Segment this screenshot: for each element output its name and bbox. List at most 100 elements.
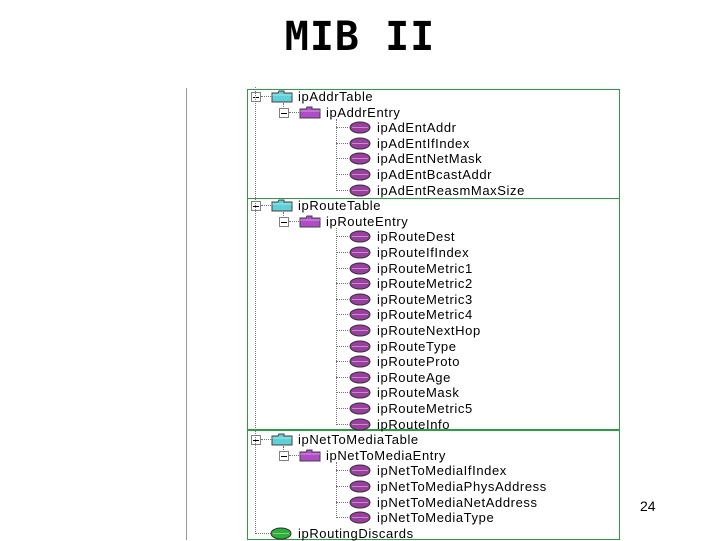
tree-connector	[336, 392, 348, 394]
tree-connector	[336, 314, 348, 316]
object-leaf-icon	[349, 277, 371, 290]
expander-ip-net-to-media-entry[interactable]	[279, 450, 289, 461]
tree-node-ip-net-to-media-phys-address[interactable]: ipNetToMediaPhysAddress	[348, 479, 547, 494]
tree-connector	[289, 454, 299, 456]
tree-node-label: ipNetToMediaNetAddress	[377, 494, 538, 510]
tree-connector	[336, 283, 348, 285]
tree-node-ip-ad-ent-addr[interactable]: ipAdEntAddr	[348, 120, 457, 135]
entry-folder-icon	[299, 106, 321, 119]
tree-connector	[336, 408, 348, 409]
tree-node-ip-route-metric2[interactable]: ipRouteMetric2	[348, 276, 473, 291]
tree-node-label: ipNetToMediaPhysAddress	[377, 479, 547, 494]
tree-node-ip-route-metric3[interactable]: ipRouteMetric3	[348, 292, 473, 307]
tree-node-ip-route-if-index[interactable]: ipRouteIfIndex	[348, 245, 469, 260]
tree-node-ip-route-proto[interactable]: ipRouteProto	[348, 354, 460, 369]
tree-node-label: ipRouteEntry	[326, 213, 409, 229]
tree-node-ip-net-to-media-entry[interactable]: ipNetToMediaEntry	[299, 448, 446, 463]
tree-node-ip-route-dest[interactable]: ipRouteDest	[348, 229, 455, 244]
tree-node-label: ipNetToMediaTable	[298, 432, 419, 448]
tree-node-label: ipAddrTable	[298, 89, 374, 104]
tree-connector	[336, 127, 348, 129]
tree-node-label: ipAddrEntry	[326, 104, 401, 120]
tree-connector	[336, 345, 348, 347]
tree-connector	[261, 205, 271, 207]
tree-node-label: ipRouteAge	[377, 369, 451, 385]
tree-node-ip-net-to-media-net-address[interactable]: ipNetToMediaNetAddress	[348, 495, 538, 510]
tree-node-ip-route-metric4[interactable]: ipRouteMetric4	[348, 307, 473, 322]
tree-node-ip-ad-ent-net-mask[interactable]: ipAdEntNetMask	[348, 151, 482, 166]
tree-node-label: ipAdEntAddr	[377, 120, 457, 136]
object-leaf-icon	[349, 184, 371, 197]
table-folder-icon	[271, 433, 293, 446]
tree-node-label: ipRouteMetric3	[377, 291, 473, 307]
tree-node-ip-route-entry[interactable]: ipRouteEntry	[299, 214, 408, 229]
table-folder-icon	[271, 90, 293, 103]
tree-node-ip-net-to-media-table[interactable]: ipNetToMediaTable	[271, 432, 419, 447]
object-leaf-icon	[349, 308, 371, 321]
tree-connector	[336, 158, 348, 160]
tree-connector	[336, 330, 348, 331]
tree-node-ip-route-type[interactable]: ipRouteType	[348, 339, 457, 354]
expander-ip-route-table[interactable]	[251, 201, 261, 212]
tree-node-label: ipRouteProto	[377, 354, 461, 370]
tree-node-label: ipNetToMediaType	[377, 510, 495, 526]
highlight-box-iproutetable	[247, 198, 620, 430]
tree-connector	[283, 103, 284, 109]
tree-node-ip-route-info[interactable]: ipRouteInfo	[348, 417, 450, 432]
tree-node-ip-net-to-media-if-index[interactable]: ipNetToMediaIfIndex	[348, 463, 507, 478]
tree-node-ip-route-age[interactable]: ipRouteAge	[348, 370, 451, 385]
tree-connector	[289, 111, 299, 113]
object-leaf-icon	[349, 418, 371, 431]
tree-node-ip-net-to-media-type[interactable]: ipNetToMediaType	[348, 510, 494, 525]
expander-ip-route-entry[interactable]	[279, 216, 289, 227]
tree-node-ip-addr-table[interactable]: ipAddrTable	[271, 89, 373, 104]
mib-tree-panel	[186, 88, 627, 540]
tree-connector	[336, 361, 348, 363]
tree-node-label: ipRouteDest	[377, 229, 456, 245]
expander-ip-addr-entry[interactable]	[279, 107, 289, 118]
tree-connector	[336, 236, 348, 238]
tree-node-ip-route-metric5[interactable]: ipRouteMetric5	[348, 401, 473, 416]
tree-node-ip-route-mask[interactable]: ipRouteMask	[348, 385, 459, 400]
object-leaf-icon	[349, 168, 371, 181]
expander-ip-net-to-media-table[interactable]	[251, 435, 261, 446]
object-leaf-icon	[349, 137, 371, 150]
tree-connector	[283, 446, 284, 452]
tree-node-label: ipRouteTable	[298, 198, 382, 214]
tree-node-ip-route-table[interactable]: ipRouteTable	[271, 198, 381, 213]
tree-node-ip-ad-ent-bcast-addr[interactable]: ipAdEntBcastAddr	[348, 167, 492, 182]
tree-node-label: ipAdEntNetMask	[377, 151, 483, 167]
tree-connector	[283, 212, 284, 218]
tree-connector	[261, 96, 271, 97]
object-leaf-icon	[349, 293, 371, 306]
expander-ip-addr-table[interactable]	[251, 92, 261, 102]
tree-node-label: ipRouteInfo	[377, 416, 451, 432]
tree-connector	[336, 461, 337, 519]
tree-node-label: ipRouteMetric2	[377, 276, 473, 292]
tree-node-label: ipNetToMediaEntry	[326, 447, 447, 463]
entry-folder-icon	[299, 215, 321, 228]
tree-node-ip-route-next-hop[interactable]: ipRouteNextHop	[348, 323, 481, 338]
tree-node-ip-ad-ent-reasm-max-size[interactable]: ipAdEntReasmMaxSize	[348, 183, 525, 198]
tree-node-label: ipRouteMetric5	[377, 401, 473, 416]
object-leaf-icon	[349, 230, 371, 243]
tree-node-ip-route-metric1[interactable]: ipRouteMetric1	[348, 261, 473, 276]
tree-node-ip-ad-ent-if-index[interactable]: ipAdEntIfIndex	[348, 136, 470, 151]
object-leaf-icon	[349, 340, 371, 353]
object-leaf-icon	[349, 152, 371, 165]
tree-connector	[336, 517, 348, 519]
object-leaf-icon	[349, 464, 371, 477]
tree-node-label: ipRouteNextHop	[377, 323, 481, 338]
object-leaf-icon	[349, 496, 371, 509]
object-leaf-icon	[349, 480, 371, 493]
tree-node-ip-routing-discards[interactable]: ipRoutingDiscards	[269, 526, 414, 541]
tree-connector	[336, 227, 337, 425]
scalar-leaf-icon	[270, 527, 292, 540]
tree-node-label: ipRouteMetric4	[377, 307, 473, 323]
tree-node-label: ipAdEntReasmMaxSize	[377, 182, 525, 198]
tree-node-label: ipRouteType	[377, 338, 457, 354]
object-leaf-icon	[349, 386, 371, 399]
tree-node-label: ipNetToMediaIfIndex	[377, 463, 507, 479]
tree-node-ip-addr-entry[interactable]: ipAddrEntry	[299, 105, 401, 120]
tree-connector	[336, 189, 348, 191]
